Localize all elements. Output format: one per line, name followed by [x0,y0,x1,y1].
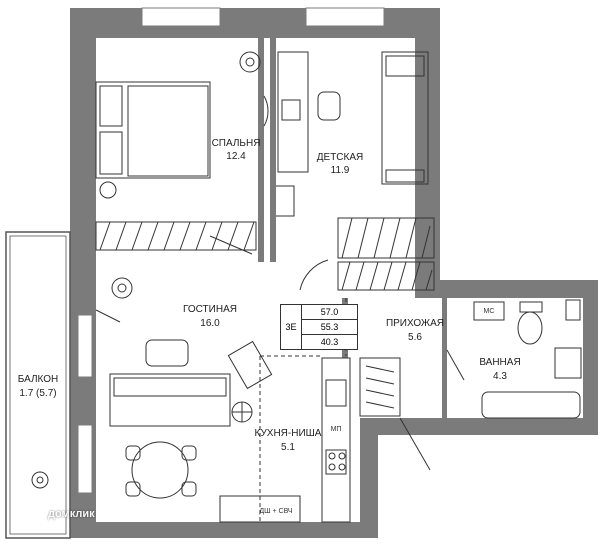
washer-label: МП [330,426,342,433]
kids-room-name: ДЕТСКАЯ [316,152,364,163]
wardrobes [95,217,435,417]
balcony-outline [5,231,71,539]
hallway-name: ПРИХОЖАЯ [385,318,445,329]
bedroom-area: 12.4 [226,151,246,162]
kitchen-furniture [219,356,351,523]
bedroom-name: СПАЛЬНЯ [211,138,261,149]
bedroom-bed [95,81,211,199]
balcony-name: БАЛКОН [17,374,59,385]
living-room-area: 16.0 [200,318,220,329]
living-area: 40.3 [320,337,339,347]
hallway-area: 5.6 [408,332,422,343]
living-room-name: ГОСТИНАЯ [183,304,237,315]
bathroom-fixtures [473,299,582,419]
kids-room-area: 11.9 [330,165,350,176]
kitchen-area: 5.1 [281,442,295,453]
plants [31,51,261,489]
area-table: 3Е 57.0 55.3 40.3 [280,304,358,350]
balcony-area: 1.7 (5.7) [19,388,57,399]
doors [95,95,465,471]
bathroom-area: 4.3 [493,371,507,382]
living-furniture [109,339,273,499]
walls [70,8,598,538]
kitchen-name: КУХНЯ-НИША [254,428,322,439]
watermark: домклик [48,508,95,520]
oven-label: ДШ + СВЧ [259,508,293,515]
reduced-area: 55.3 [302,320,357,335]
toilet-box-label: МС [483,308,495,315]
bathroom-name: ВАННАЯ [479,357,521,368]
kids-furniture [276,51,429,217]
apartment-code: 3Е [281,305,302,349]
total-area: 57.0 [302,305,357,320]
windows [77,7,385,494]
